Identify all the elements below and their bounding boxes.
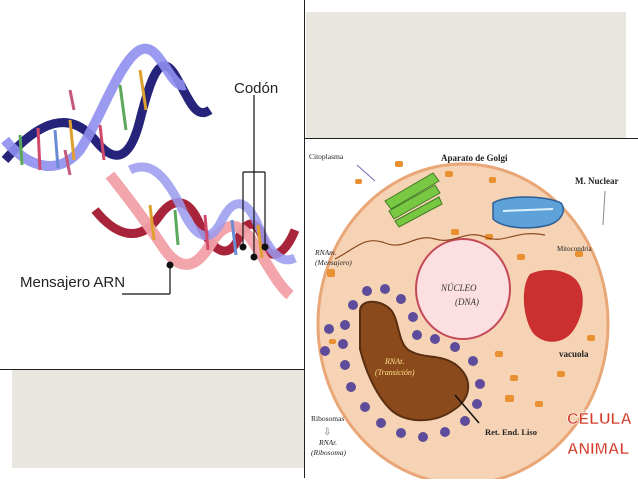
ribosome-arrow-icon: ⇩ [323,427,331,438]
citoplasma-pointer [356,164,376,182]
codon-label: Codón [234,80,278,97]
nucleus-label-1: NÚCLEO [440,283,477,293]
codon-dot-2 [250,253,258,261]
ribosomas-label: Ribosomas [311,414,344,423]
rnam-label-2: (Mensajero) [315,258,352,267]
cell-title-line1: CÉLULA [567,409,632,428]
rnat-label-2: (Transición) [375,368,415,377]
citoplasma-label: Citoplasma [309,152,344,161]
dna-helix-illustration: Codón Mensajero ARN [1,43,300,300]
ret-end-liso-pointer [454,394,480,424]
codon-dot-1 [239,243,247,251]
mrna-label: Mensajero ARN [20,274,125,291]
mrna-base-pairs [148,204,264,259]
rnar-label-2: (Ribosoma) [311,448,346,457]
nuclear-membrane-pointer [602,190,606,226]
mrna-pointer [122,264,171,295]
golgi-apparatus [384,172,443,228]
rough-er [359,300,470,422]
codon-dot-3 [261,243,269,251]
mrna-strand-cytoplasm [334,233,546,260]
rnam-label-1: RNAm. [314,248,337,257]
vacuola-label: vacuola [559,349,589,359]
animal-cell-illustration: NÚCLEO (DNA) RNAt. (Transición) [309,152,633,484]
dna-diagram-panel: Codón Mensajero ARN [0,0,305,370]
nuclear-membrane-label: M. Nuclear [575,176,618,186]
cell-title-line2: ANIMAL [567,441,629,458]
dna-strand-light [1,43,187,171]
ribosomes [320,284,485,442]
cytoplasm-organelles [327,161,595,407]
rnar-label-1: RNAr. [318,438,337,447]
animal-cell-panel: NÚCLEO (DNA) RNAt. (Transición) [304,138,638,484]
mitochondria [492,196,565,229]
rnat-label-1: RNAt. [384,357,404,366]
nucleus-label-2: (DNA) [455,297,479,307]
vacuole [523,269,583,342]
ret-end-liso-label: Ret. End. Liso [485,427,537,437]
nucleus [415,238,511,340]
golgi-label: Aparato de Golgi [441,153,508,163]
background-panel-top [306,12,626,138]
dna-base-pairs-upper [18,69,148,176]
mrna-dot [166,261,174,269]
codon-pointer [242,95,266,256]
mitocondria-label: Mitocondria [557,245,592,253]
background-panel-bottom [12,370,306,468]
